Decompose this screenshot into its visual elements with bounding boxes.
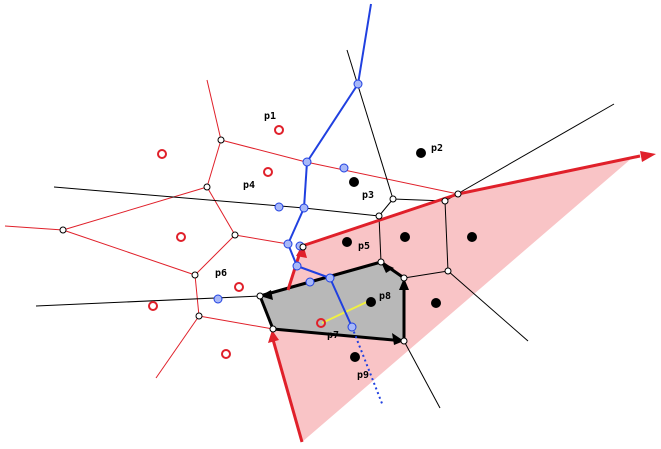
yellow-segment: [321, 299, 372, 324]
red-sites: [148, 125, 326, 359]
label-p6: p6: [215, 268, 227, 279]
black-sites: [342, 148, 477, 362]
red-shaded-region: [272, 158, 632, 442]
red-arrowheads: [268, 151, 656, 343]
black-voronoi-edges: [35, 49, 615, 409]
red-voronoi-edges: [4, 79, 459, 379]
label-p8: p8: [379, 291, 391, 302]
voronoi-vertices: [59, 136, 462, 345]
label-p1: p1: [264, 111, 276, 122]
blue-path: [287, 3, 372, 328]
gray-cell: [260, 262, 404, 341]
blue-dotted-path: [351, 326, 384, 407]
label-p7: p7: [327, 330, 339, 341]
label-p5: p5: [358, 241, 370, 252]
site-labels: p1 p2 p3 p4 p5 p6 p7 p8 p9: [215, 111, 443, 381]
label-p2: p2: [431, 143, 443, 154]
label-p3: p3: [362, 190, 374, 201]
label-p9: p9: [357, 370, 369, 381]
label-p4: p4: [243, 180, 255, 191]
blue-vertices: [213, 79, 363, 332]
